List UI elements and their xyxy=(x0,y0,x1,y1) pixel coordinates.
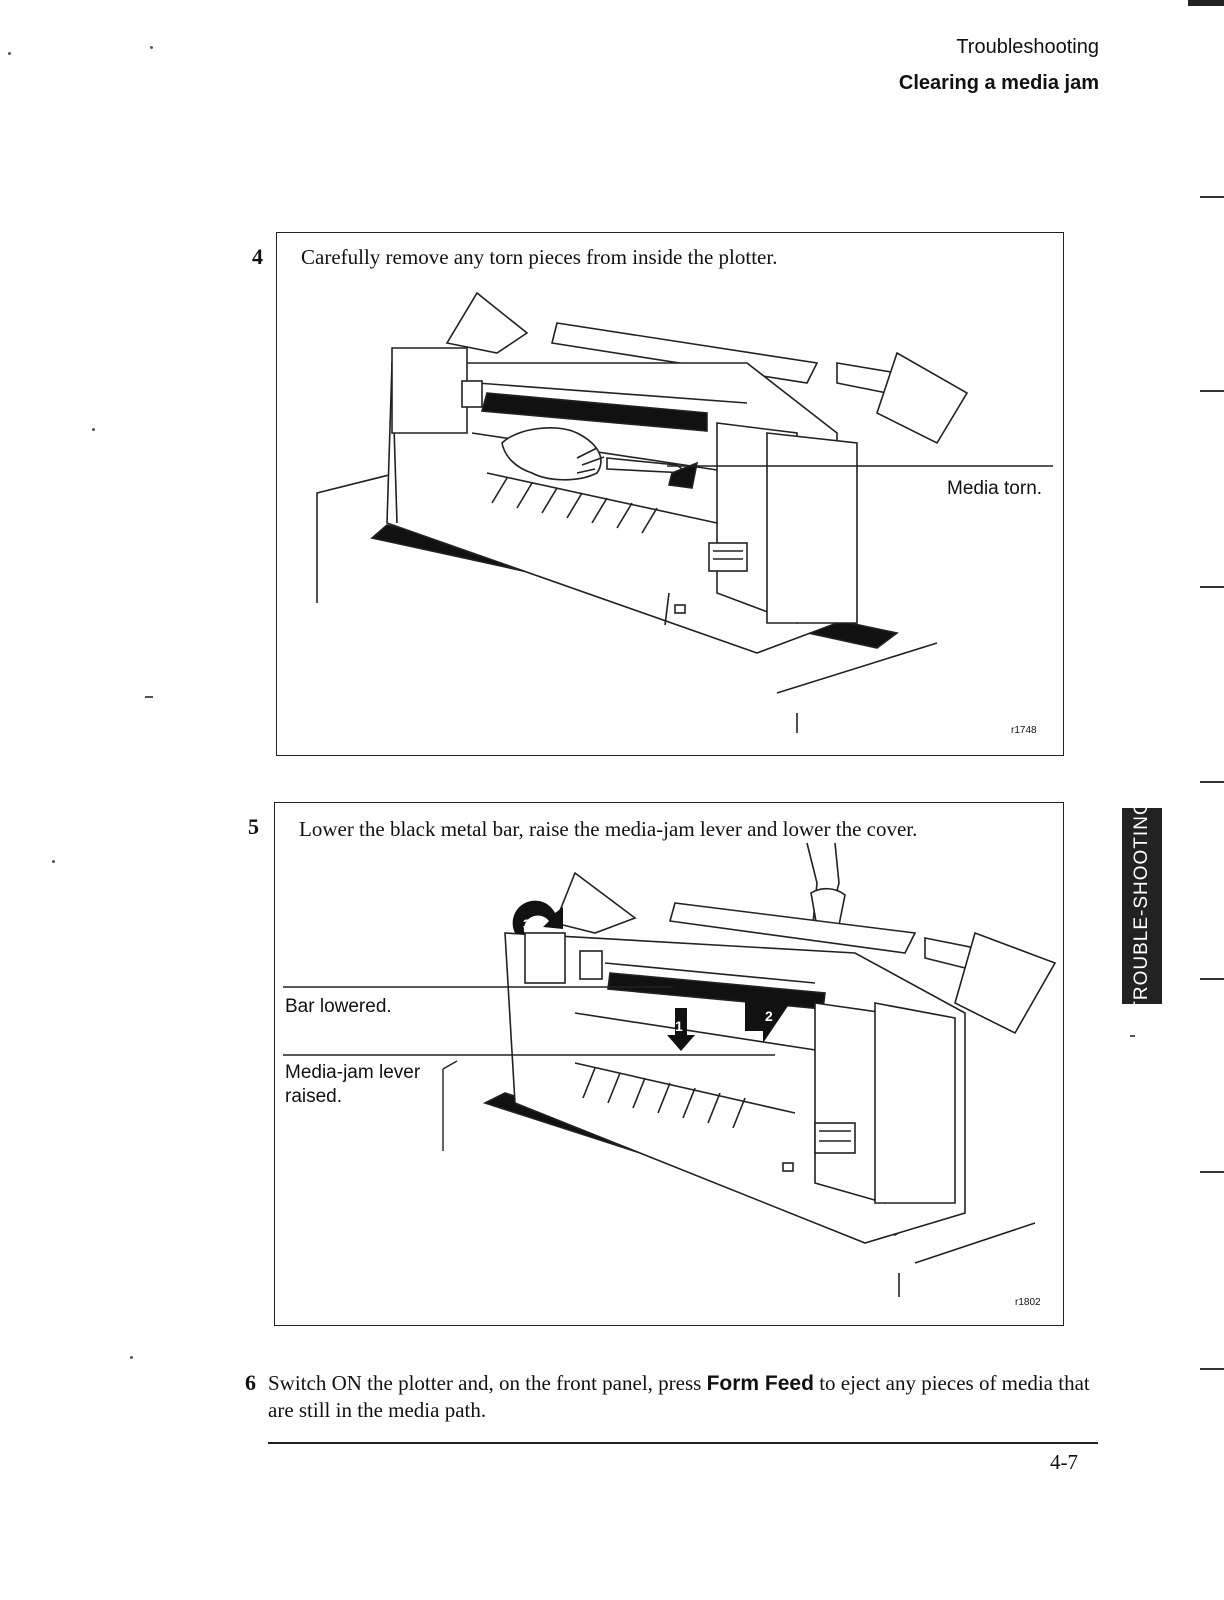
callout-media-jam-lever-raised: Media-jam lever raised. xyxy=(285,1062,421,1107)
plotter-illustration: 1 2 3 xyxy=(283,842,1057,1297)
figure-frame-step-5: Lower the black metal bar, raise the med… xyxy=(274,802,1064,1326)
step-instruction: Lower the black metal bar, raise the med… xyxy=(299,817,918,841)
edge-mark xyxy=(1200,196,1224,198)
step-text-before: Switch ON the plotter and, on the front … xyxy=(268,1371,707,1395)
section-tab: TROUBLE-SHOOTING xyxy=(1122,799,1162,1013)
section-tab-label: TROUBLE-SHOOTING xyxy=(1131,799,1152,1013)
page-number: 4-7 xyxy=(1050,1450,1078,1474)
arrow-2 xyxy=(745,989,790,1043)
step-instruction: Switch ON the plotter and, on the front … xyxy=(268,1370,1098,1423)
footer-rule xyxy=(268,1442,1098,1444)
step-text-after: to eject any pieces of media that are st… xyxy=(268,1371,1090,1422)
step-number: 6 xyxy=(245,1370,256,1395)
page-title: Clearing a media jam xyxy=(898,72,1099,94)
callout-media-torn: Media torn. xyxy=(947,478,1043,499)
figure-id: r1802 xyxy=(1015,1297,1041,1308)
step-instruction: Carefully remove any torn pieces from in… xyxy=(301,245,778,269)
button-name-bold: Form Feed xyxy=(706,1372,814,1395)
edge-mark xyxy=(1200,390,1224,392)
figure-frame-step-4: Carefully remove any torn pieces from in… xyxy=(276,232,1064,756)
edge-mark xyxy=(1200,781,1224,783)
step-number: 4 xyxy=(252,244,263,269)
edge-mark xyxy=(1200,1368,1224,1370)
callout-bar-lowered: Bar lowered. xyxy=(285,996,392,1017)
marker-1: 1 xyxy=(675,1018,683,1034)
marker-2: 2 xyxy=(765,1008,773,1024)
figure-id: r1748 xyxy=(1011,725,1037,736)
arrow-3 xyxy=(512,900,563,935)
step-number: 5 xyxy=(248,814,259,839)
edge-mark xyxy=(1200,586,1224,588)
arrow-1 xyxy=(667,1008,695,1051)
edge-mark xyxy=(1188,0,1224,6)
plotter-illustration xyxy=(316,291,1053,733)
edge-mark xyxy=(1200,1171,1224,1173)
running-header-section: Troubleshooting xyxy=(956,36,1099,58)
edge-mark xyxy=(1200,978,1224,980)
marker-3: 3 xyxy=(523,916,531,932)
